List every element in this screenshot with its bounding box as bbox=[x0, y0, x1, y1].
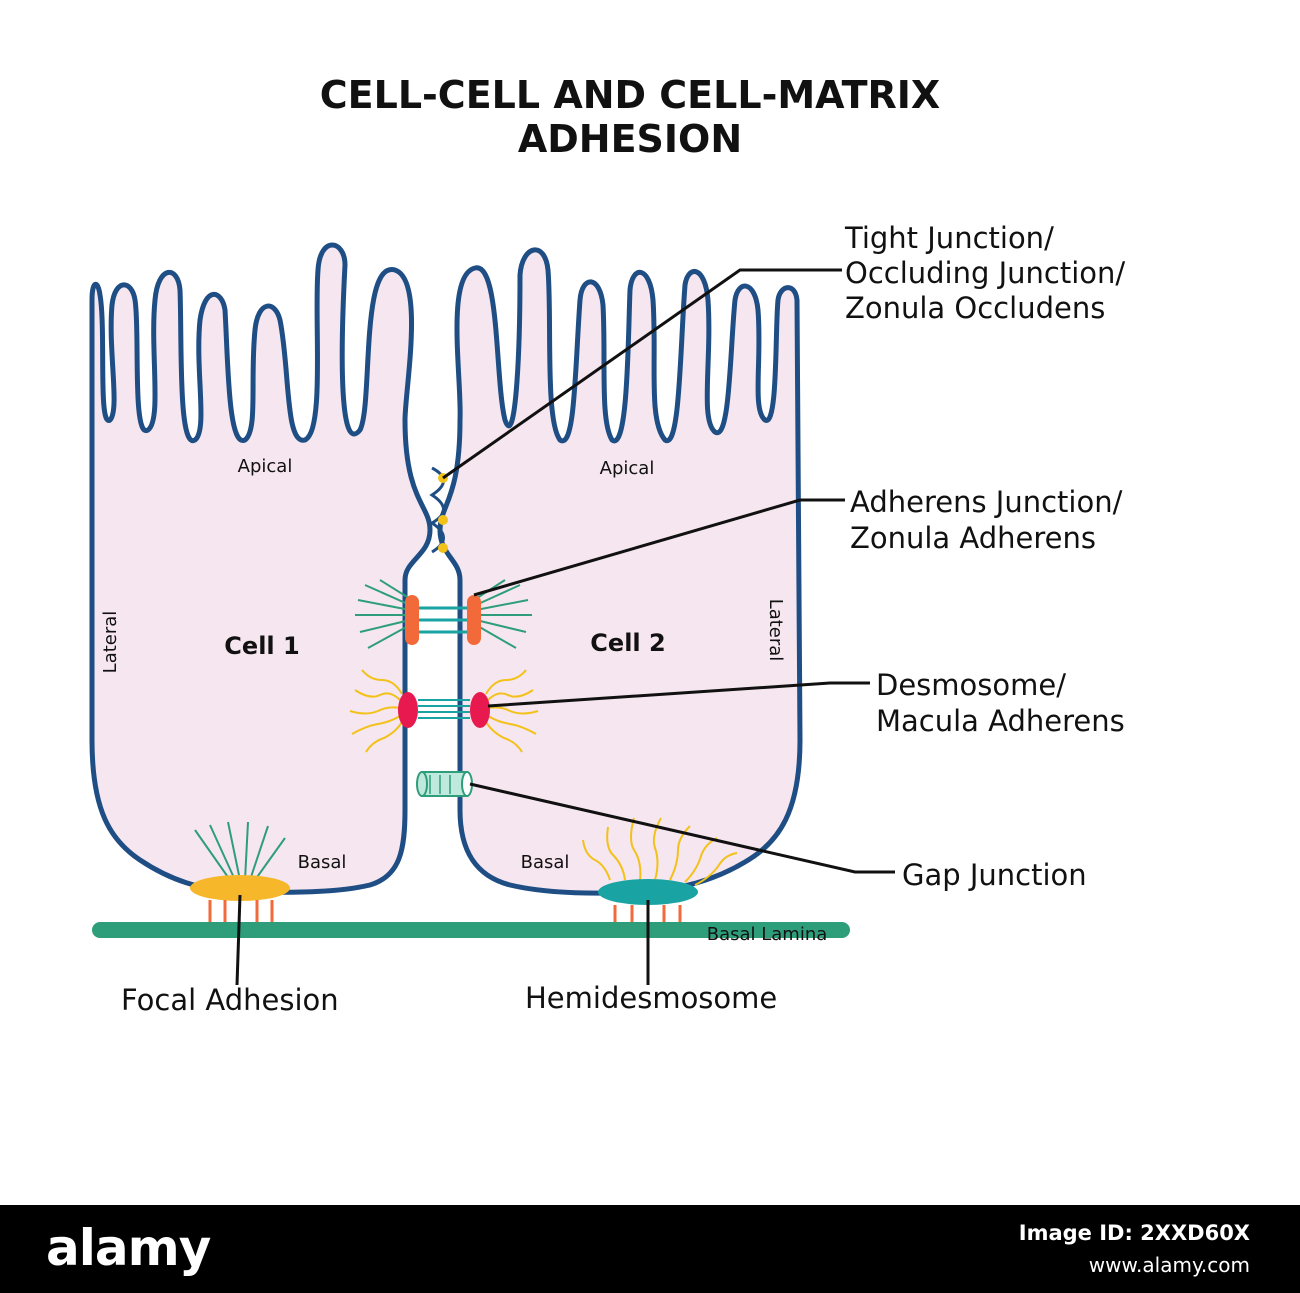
tight-junction-leader bbox=[442, 268, 842, 480]
watermark-footer: alamy Image ID: 2XXD60X www.alamy.com bbox=[0, 1205, 1300, 1293]
tight-junction-label-2: Occluding Junction/ bbox=[845, 256, 1125, 290]
adherens-actin-filaments bbox=[355, 579, 532, 649]
cell-1-apical-label: Apical bbox=[238, 456, 293, 477]
hemidesmosome-keratin bbox=[582, 817, 738, 886]
cell-2-name: Cell 2 bbox=[590, 629, 665, 657]
cell-2-lateral-label: Lateral bbox=[765, 599, 786, 662]
basal-lamina bbox=[92, 922, 850, 938]
cell-1-basal-label: Basal bbox=[298, 852, 347, 873]
desmosome-cadherins bbox=[418, 699, 470, 719]
adherens-junction-label-1: Adherens Junction/ bbox=[850, 485, 1123, 519]
focal-adhesion-integrins bbox=[208, 900, 274, 922]
image-id: Image ID: 2XXD60X bbox=[1018, 1221, 1250, 1245]
focal-adhesion-actin bbox=[194, 821, 286, 881]
adherens-junction-leader bbox=[473, 498, 845, 597]
tight-junction-label-3: Zonula Occludens bbox=[845, 291, 1105, 325]
hemidesmosome-integrins bbox=[613, 905, 682, 922]
cell-1-name: Cell 1 bbox=[224, 632, 299, 660]
source-url: www.alamy.com bbox=[1088, 1253, 1250, 1277]
gap-junction-leader bbox=[469, 782, 895, 874]
cell-2-apical-label: Apical bbox=[600, 458, 655, 479]
basal-lamina-label: Basal Lamina bbox=[707, 924, 828, 945]
focal-adhesion-leader bbox=[235, 894, 242, 986]
hemidesmosome-label: Hemidesmosome bbox=[525, 981, 777, 1015]
cell-2-membrane bbox=[437, 247, 803, 896]
desmosome-leader bbox=[487, 681, 870, 708]
desmosome-keratin-filaments bbox=[349, 669, 539, 753]
cell-2-basal-label: Basal bbox=[521, 852, 570, 873]
cell-1-membrane bbox=[89, 242, 433, 895]
desmosome-label-1: Desmosome/ bbox=[876, 668, 1066, 702]
desmosome-label-2: Macula Adherens bbox=[876, 704, 1125, 738]
tight-junction-label-1: Tight Junction/ bbox=[844, 221, 1054, 255]
adhesion-diagram: CELL-CELL AND CELL-MATRIX ADHESION bbox=[89, 73, 1125, 1017]
cell-1-lateral-label: Lateral bbox=[100, 611, 121, 674]
focal-adhesion-plaque bbox=[190, 875, 290, 901]
alamy-logo: alamy bbox=[46, 1219, 211, 1277]
tight-junction-protein-3 bbox=[438, 543, 448, 553]
desmosome-plaque-right bbox=[470, 692, 490, 728]
adherens-cadherins bbox=[419, 606, 467, 634]
title-line-1: CELL-CELL AND CELL-MATRIX bbox=[320, 73, 940, 117]
focal-adhesion-label: Focal Adhesion bbox=[121, 983, 339, 1017]
tight-junction-protein-2 bbox=[438, 515, 448, 525]
gap-junction-label: Gap Junction bbox=[902, 858, 1087, 892]
adherens-plaque-right bbox=[467, 595, 481, 645]
hemidesmosome-plaque bbox=[598, 879, 698, 905]
adherens-junction-label-2: Zonula Adherens bbox=[850, 521, 1096, 555]
desmosome-plaque-left bbox=[398, 692, 418, 728]
gap-junction-connexon bbox=[416, 771, 473, 797]
title-line-2: ADHESION bbox=[518, 117, 742, 161]
adherens-plaque-left bbox=[405, 595, 419, 645]
